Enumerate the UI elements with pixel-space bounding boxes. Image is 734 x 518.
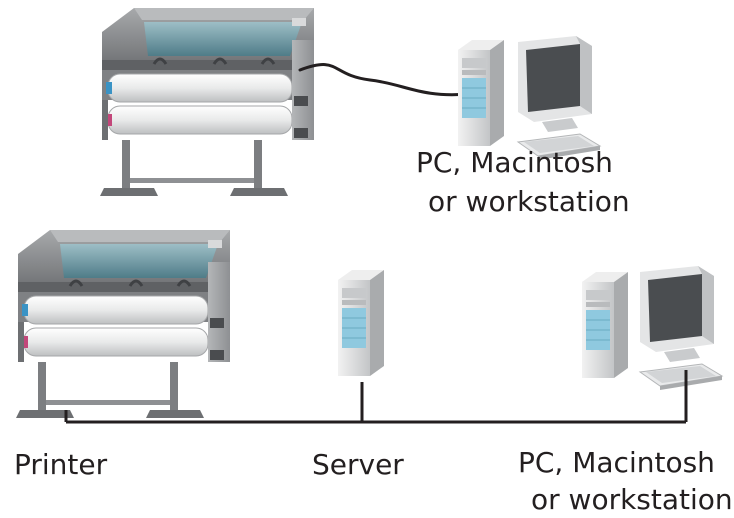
bottom-pc-label-line2: or workstation: [531, 483, 733, 516]
top-printer: [98, 6, 316, 198]
server-computer: [337, 269, 385, 377]
bottom-pc-label-line1: PC, Macintosh: [518, 446, 715, 479]
printer-label: Printer: [14, 448, 108, 481]
top-pc-label-line1: PC, Macintosh: [416, 146, 613, 179]
bottom-computer: [581, 265, 723, 391]
bottom-printer: [14, 228, 232, 420]
top-pc-label-line2: or workstation: [428, 185, 630, 218]
top-computer: [457, 35, 601, 161]
network-cable: [64, 370, 688, 424]
direct-cable: [298, 63, 470, 97]
server-label: Server: [312, 448, 404, 481]
